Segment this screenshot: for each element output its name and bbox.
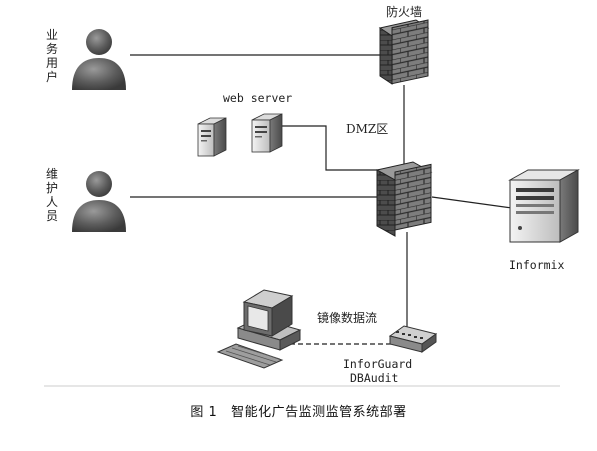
- web-server-label: web server: [223, 91, 293, 105]
- dmz-label: DMZ区: [346, 122, 389, 136]
- figure-title: 智能化广告监测监管系统部署: [231, 405, 407, 420]
- mirror-flow-label: 镜像数据流: [317, 311, 378, 325]
- server-icon: [197, 117, 227, 157]
- user-icon: [72, 29, 126, 90]
- dbaudit-label: DBAudit: [350, 371, 399, 385]
- business-users-label: 业务用户: [45, 28, 58, 84]
- firewall-icon: [375, 161, 433, 237]
- server-icon: [508, 169, 580, 243]
- figure-caption: 图 1 智能化广告监测监管系统部署: [0, 401, 597, 420]
- user-icon: [72, 171, 126, 232]
- audit-device-icon: [388, 325, 438, 353]
- link-firewall-informix: [431, 196, 513, 209]
- server-icon: [251, 113, 283, 153]
- informix-label: Informix: [509, 258, 565, 272]
- firewall-icon: [378, 19, 430, 85]
- link-webserver-firewall: [282, 125, 384, 171]
- maintenance-staff-label: 维护人员: [45, 167, 58, 223]
- computer-icon: [216, 289, 302, 369]
- inforguard-label: InforGuard: [343, 357, 413, 371]
- figure-number: 图 1: [190, 405, 218, 420]
- connection-lines: [130, 54, 513, 345]
- firewall-label: 防火墙: [386, 5, 423, 19]
